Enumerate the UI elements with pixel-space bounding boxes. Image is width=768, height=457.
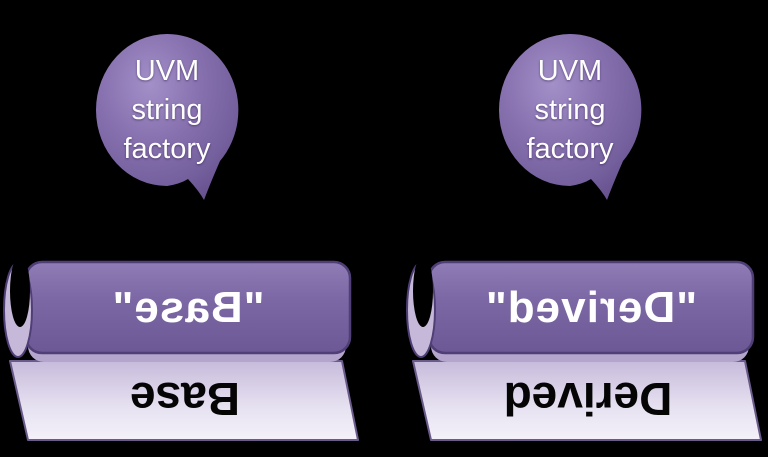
roller-curl-shadow xyxy=(413,255,433,327)
factory-label-line: string xyxy=(131,93,203,126)
factory-balloon-shape xyxy=(96,33,239,200)
stamp-group-base: UVM string factory "Base" Base xyxy=(2,0,367,457)
stamped-text: Base xyxy=(130,373,240,425)
factory-label-line: UVM xyxy=(537,54,603,87)
stamp-group-derived: UVM string factory "Derived" Derived xyxy=(405,0,768,457)
factory-label-line: factory xyxy=(123,132,211,165)
factory-label-line: string xyxy=(534,93,606,126)
stamped-text: Derived xyxy=(503,373,673,425)
factory-balloon-shape xyxy=(499,33,642,200)
balloon-icon xyxy=(96,33,239,200)
roller-and-paper-shape xyxy=(406,255,762,441)
roller-curl-shadow xyxy=(10,255,30,327)
roller-and-paper-shape xyxy=(3,255,359,441)
factory-label: UVM string factory xyxy=(500,40,640,180)
balloon-icon xyxy=(499,33,642,200)
factory-label: UVM string factory xyxy=(97,40,237,180)
factory-label-line: UVM xyxy=(134,54,200,87)
roller-text-mirrored: "Base" xyxy=(111,282,265,332)
factory-label-line: factory xyxy=(526,132,614,165)
roller-text-mirrored: "Derived" xyxy=(484,282,698,332)
